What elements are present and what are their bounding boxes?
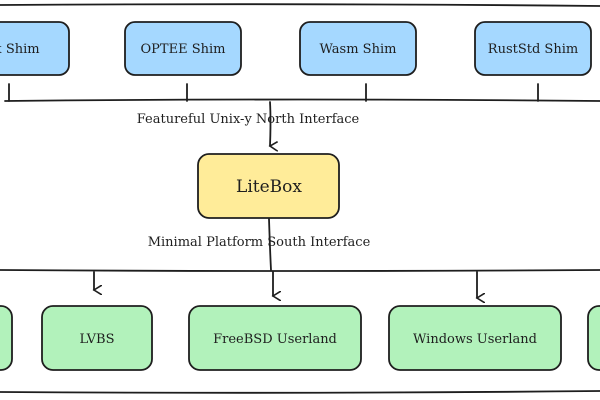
shim-label: x Shim bbox=[0, 42, 40, 57]
shim-box-wasm: Wasm Shim bbox=[299, 21, 417, 76]
platform-box-windows: Windows Userland bbox=[388, 305, 562, 371]
south-bus-line bbox=[0, 269, 600, 272]
platform-label: Windows Userland bbox=[413, 332, 537, 347]
north-bus-line bbox=[4, 98, 600, 102]
litebox-label: LiteBox bbox=[236, 177, 302, 197]
bottom-frame-line bbox=[0, 390, 600, 394]
platform-box-lvbs: LVBS bbox=[41, 305, 153, 371]
shim-box-optee: OPTEE Shim bbox=[124, 21, 242, 76]
platform-box-freebsd: FreeBSD Userland bbox=[188, 305, 362, 371]
shim-label: RustStd Shim bbox=[488, 42, 578, 57]
shim-box-ruststd: RustStd Shim bbox=[474, 21, 592, 76]
litebox-box: LiteBox bbox=[197, 153, 340, 219]
platform-box-left-partial bbox=[0, 305, 13, 371]
platform-box-right-partial bbox=[587, 305, 600, 371]
platform-label: FreeBSD Userland bbox=[213, 332, 337, 347]
north-interface-label: Featureful Unix-y North Interface bbox=[137, 112, 360, 127]
north-arrow bbox=[270, 101, 271, 146]
south-interface-label: Minimal Platform South Interface bbox=[148, 235, 371, 250]
litebox-south-connector bbox=[268, 218, 272, 271]
platform-label: LVBS bbox=[80, 332, 115, 347]
shim-label: Wasm Shim bbox=[320, 42, 397, 57]
shim-box-unix: x Shim bbox=[0, 21, 70, 76]
shim-label: OPTEE Shim bbox=[141, 42, 226, 57]
top-frame-line bbox=[0, 3, 600, 7]
